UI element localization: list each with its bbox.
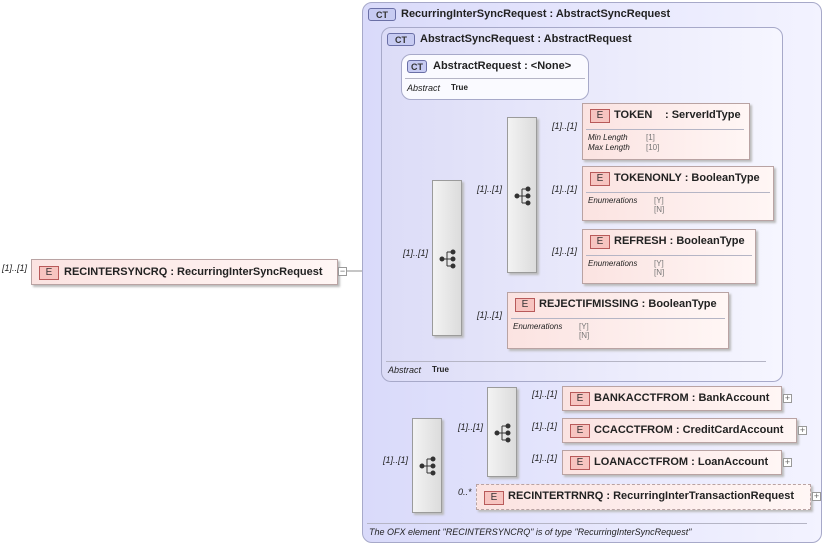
element-badge: E (570, 424, 590, 438)
element-token[interactable]: E TOKEN : ServerIdType Min Length [1] Ma… (582, 103, 750, 160)
element-badge: E (515, 298, 535, 312)
enumerations-label: Enumerations (588, 259, 638, 268)
divider (586, 129, 744, 130)
element-badge: E (590, 172, 610, 186)
root-cardinality: [1]..[1] (2, 263, 28, 273)
complex-type-name: RecurringInterSyncRequest : AbstractSync… (401, 8, 671, 20)
choice-compositor[interactable] (487, 387, 517, 477)
element-cardinality: [1]..[1] (477, 310, 503, 320)
element-cardinality: [1]..[1] (532, 389, 558, 399)
complex-type-badge: CT (387, 33, 415, 46)
sequence-icon (419, 456, 436, 476)
enum-value: [Y] (579, 322, 589, 331)
root-element-recintersyncrq[interactable]: E RECINTERSYNCRQ : RecurringInterSyncReq… (31, 259, 338, 285)
sequence-cardinality: [1]..[1] (458, 422, 484, 432)
complex-type-badge: CT (368, 8, 396, 21)
sequence-icon (514, 186, 531, 206)
element-badge: E (590, 235, 610, 249)
sequence-cardinality: [1]..[1] (383, 455, 409, 465)
abstract-value: True (432, 365, 449, 374)
element-ccacctfrom[interactable]: E CCACCTFROM : CreditCardAccount (562, 418, 797, 443)
enumerations-label: Enumerations (588, 196, 638, 205)
element-cardinality: [1]..[1] (552, 121, 578, 131)
root-element-name: RECINTERSYNCRQ : RecurringInterSyncReque… (64, 266, 323, 278)
complex-type-name: AbstractSyncRequest : AbstractRequest (420, 33, 632, 45)
element-name: TOKEN (614, 109, 653, 121)
sequence-icon (439, 249, 456, 269)
divider (386, 361, 766, 362)
enumerations-label: Enumerations (513, 322, 563, 331)
element-recintertrnrq[interactable]: E RECINTERTRNRQ : RecurringInterTransact… (476, 484, 811, 510)
element-type: : ServerIdType (665, 109, 741, 121)
element-cardinality: [1]..[1] (532, 421, 558, 431)
sequence-compositor[interactable] (412, 418, 442, 513)
expand-icon[interactable]: + (798, 425, 807, 435)
element-cardinality: [1]..[1] (552, 246, 578, 256)
enum-value: [Y] (654, 196, 664, 205)
expand-icon[interactable]: + (783, 457, 792, 467)
element-cardinality: [1]..[1] (532, 453, 558, 463)
divider (367, 523, 807, 524)
divider (405, 78, 585, 79)
element-badge: E (39, 266, 59, 280)
enum-value: [Y] (654, 259, 664, 268)
element-cardinality: [1]..[1] (552, 184, 578, 194)
facet-label: Min Length (588, 133, 628, 142)
element-bankacctfrom[interactable]: E BANKACCTFROM : BankAccount (562, 386, 782, 411)
complex-type-badge: CT (407, 60, 427, 73)
complex-type-name: AbstractRequest : <None> (433, 60, 572, 72)
element-loanacctfrom[interactable]: E LOANACCTFROM : LoanAccount (562, 450, 782, 475)
element-name: REJECTIFMISSING : BooleanType (539, 298, 717, 310)
sequence-compositor[interactable] (507, 117, 537, 273)
sequence-compositor[interactable] (432, 180, 462, 336)
divider (586, 192, 770, 193)
sequence-cardinality: [1]..[1] (477, 184, 503, 194)
facet-value: [1] (646, 133, 655, 142)
element-name: LOANACCTFROM : LoanAccount (594, 456, 769, 468)
element-rejectifmissing[interactable]: E REJECTIFMISSING : BooleanType Enumerat… (507, 292, 729, 349)
expand-icon[interactable]: + (812, 491, 821, 501)
choice-icon (494, 423, 511, 443)
facet-value: [10] (646, 143, 660, 152)
enum-value: [N] (654, 268, 665, 277)
element-name: TOKENONLY : BooleanType (614, 172, 760, 184)
element-badge: E (590, 109, 610, 123)
element-refresh[interactable]: E REFRESH : BooleanType Enumerations [Y]… (582, 229, 756, 284)
element-tokenonly[interactable]: E TOKENONLY : BooleanType Enumerations [… (582, 166, 774, 221)
abstract-label: Abstract (407, 83, 441, 93)
abstract-value: True (451, 83, 468, 92)
sequence-cardinality: [1]..[1] (403, 248, 429, 258)
type-footer-note: The OFX element "RECINTERSYNCRQ" is of t… (369, 527, 692, 537)
expand-icon[interactable]: + (783, 393, 792, 403)
element-cardinality: 0..* (458, 487, 472, 497)
element-badge: E (570, 456, 590, 470)
element-badge: E (570, 392, 590, 406)
element-name: CCACCTFROM : CreditCardAccount (594, 424, 784, 436)
enum-value: [N] (579, 331, 590, 340)
divider (586, 255, 752, 256)
element-name: RECINTERTRNRQ : RecurringInterTransactio… (508, 490, 795, 502)
element-name: REFRESH : BooleanType (614, 235, 745, 247)
element-badge: E (484, 491, 504, 505)
abstract-label: Abstract (388, 365, 422, 375)
divider (511, 318, 725, 319)
facet-label: Max Length (588, 143, 630, 152)
enum-value: [N] (654, 205, 665, 214)
collapse-icon[interactable]: − (338, 266, 347, 276)
element-name: BANKACCTFROM : BankAccount (594, 392, 770, 404)
complex-type-abstractrequest: CT AbstractRequest : <None> Abstract Tru… (401, 54, 589, 100)
